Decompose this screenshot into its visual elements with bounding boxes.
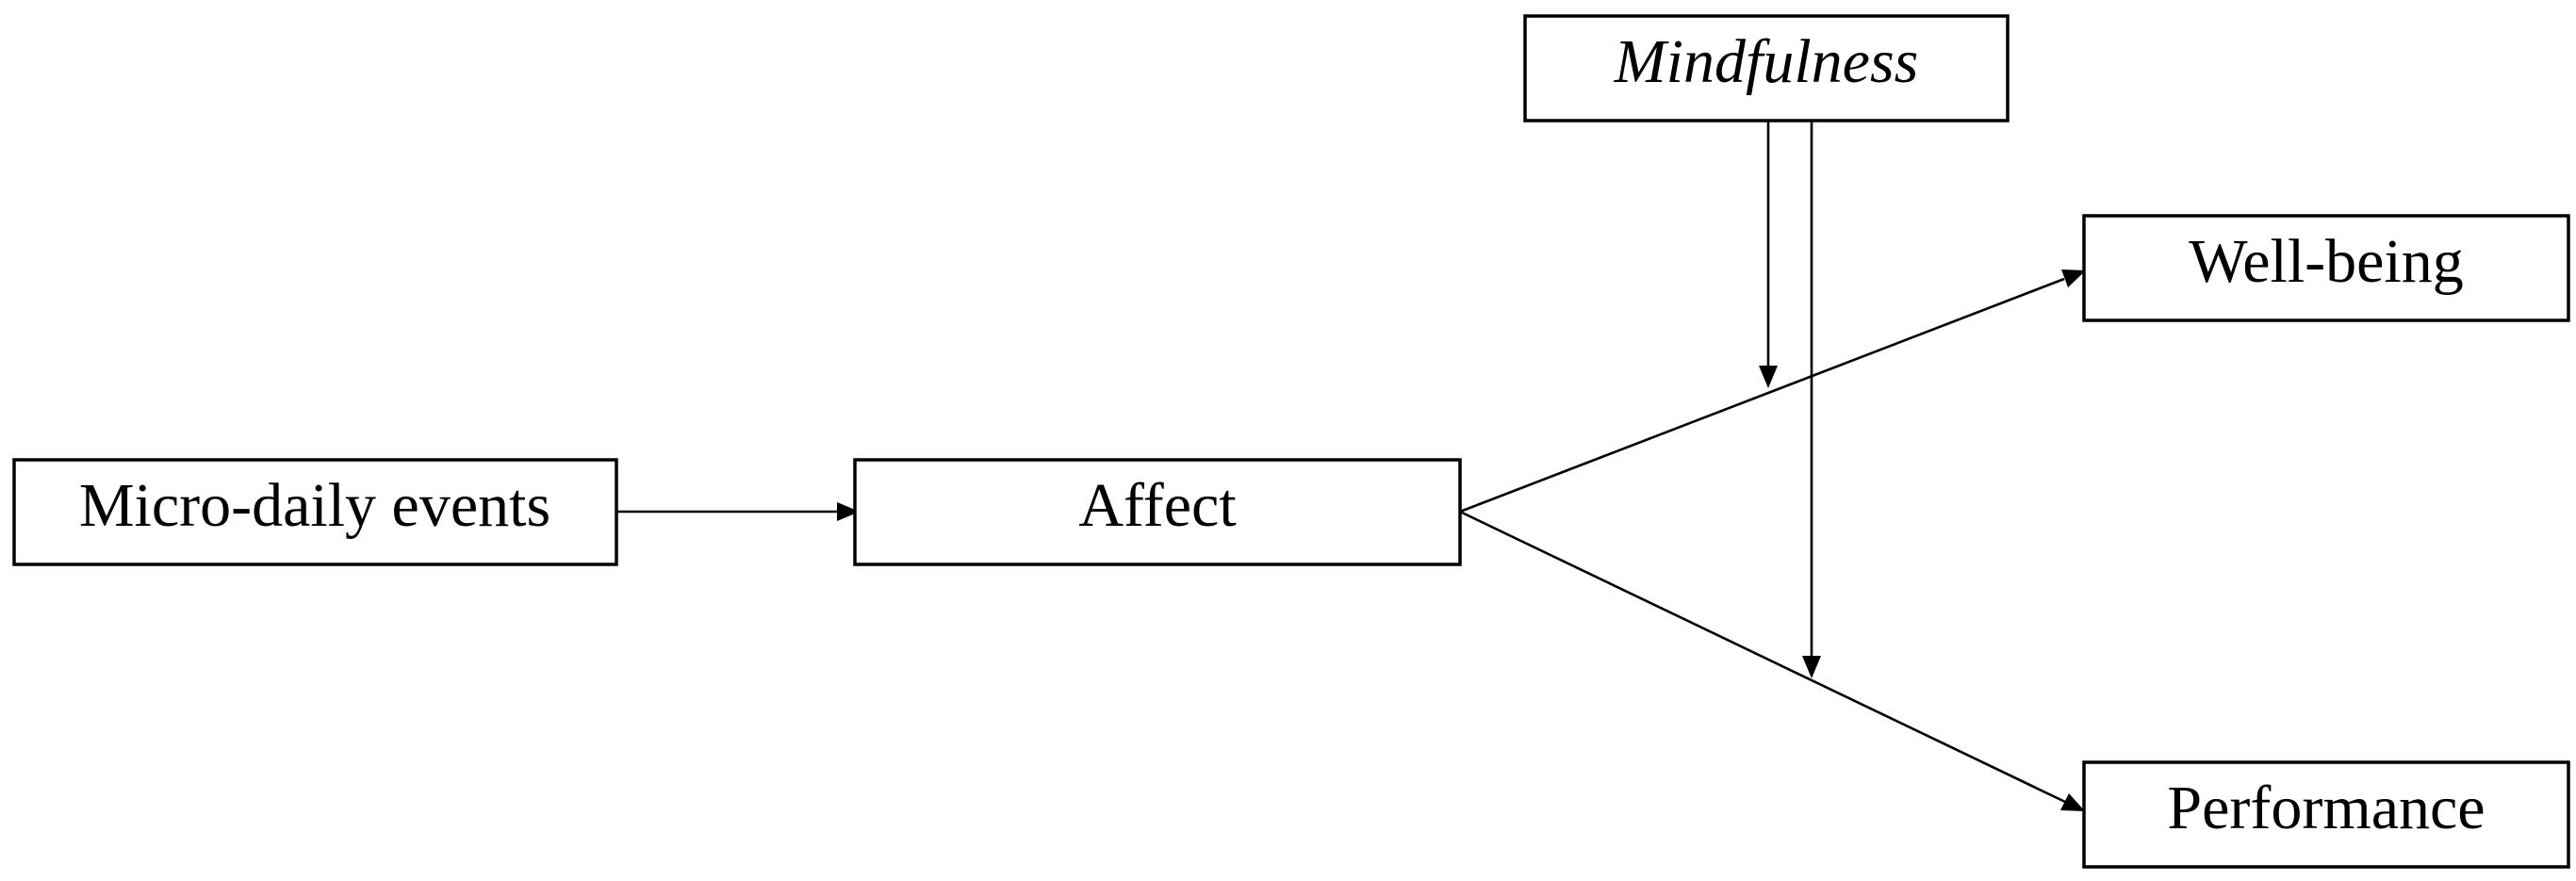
node-mindfulness: Mindfulness	[1523, 14, 2010, 122]
node-label: Well-being	[2189, 227, 2464, 296]
node-label: Mindfulness	[1614, 27, 1919, 96]
arrowhead-wellbeing	[2061, 269, 2086, 287]
arrowhead-affect	[837, 502, 860, 521]
node-well-being: Well-being	[2082, 214, 2570, 322]
node-micro-daily-events: Micro-daily events	[12, 458, 618, 566]
edge-affect-to-performance	[1459, 510, 2066, 804]
edge-affect-to-wellbeing	[1459, 277, 2065, 514]
node-performance: Performance	[2082, 760, 2570, 869]
node-label: Affect	[1078, 471, 1236, 540]
arrowhead-moderation-wellbeing	[1759, 366, 1778, 388]
edges	[616, 121, 2086, 811]
node-affect: Affect	[853, 458, 1462, 566]
node-label: Micro-daily events	[79, 471, 550, 540]
node-label: Performance	[2167, 774, 2485, 842]
arrowhead-moderation-performance	[1802, 656, 1821, 678]
arrowhead-performance	[2060, 793, 2085, 811]
